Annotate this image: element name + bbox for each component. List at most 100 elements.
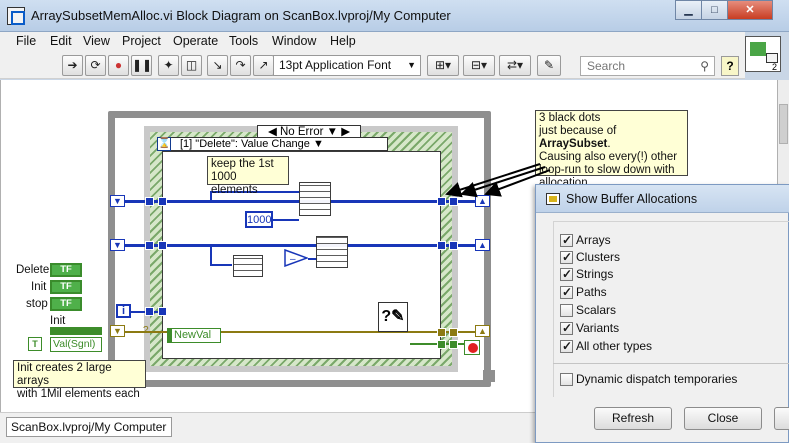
- iteration-terminal[interactable]: i: [116, 304, 131, 318]
- vi-connector-pane-icon[interactable]: 2: [745, 36, 781, 72]
- step-out-icon[interactable]: ↗: [253, 55, 274, 76]
- run-continuous-icon[interactable]: ⟳: [85, 55, 106, 76]
- constant-1000[interactable]: 1000: [245, 211, 273, 228]
- variant-header-bar: [50, 327, 102, 335]
- note-init-arrays[interactable]: Init creates 2 large arrays with 1Mil el…: [13, 360, 146, 400]
- step-over-icon[interactable]: ↷: [230, 55, 251, 76]
- tunnel-dot[interactable]: [158, 307, 167, 316]
- run-arrow-icon[interactable]: ➔: [62, 55, 83, 76]
- cleanup-diagram-icon[interactable]: ✎: [537, 55, 561, 76]
- distribute-objects-icon[interactable]: ⊟▾: [463, 55, 495, 76]
- checkbox[interactable]: [560, 373, 573, 386]
- tunnel-dot[interactable]: [437, 340, 446, 349]
- note-line: with 1Mil elements each: [17, 388, 140, 400]
- shift-register-left-1[interactable]: ▼: [110, 195, 125, 207]
- chevron-down-icon: ▼: [407, 60, 416, 70]
- checkbox[interactable]: [560, 304, 573, 317]
- tunnel-dot[interactable]: [145, 197, 154, 206]
- event-timeout-icon: ⌛: [157, 137, 171, 151]
- array-wire-2[interactable]: [125, 244, 475, 247]
- dialog-title-bar[interactable]: Show Buffer Allocations: [536, 185, 789, 213]
- shift-register-right-2[interactable]: ▲: [475, 239, 490, 251]
- shift-register-right-3[interactable]: ▲: [475, 325, 490, 337]
- checkbox-label: Arrays: [576, 233, 611, 247]
- tunnel-dot[interactable]: [449, 328, 458, 337]
- window-title-bar[interactable]: ArraySubsetMemAlloc.vi Block Diagram on …: [0, 0, 789, 32]
- menu-edit[interactable]: Edit: [50, 34, 72, 48]
- checkbox[interactable]: [560, 285, 573, 299]
- menu-window[interactable]: Window: [272, 34, 317, 48]
- stop-bool-terminal[interactable]: TF: [50, 297, 82, 311]
- abort-icon[interactable]: ●: [108, 55, 129, 76]
- menu-file[interactable]: File: [16, 34, 37, 48]
- dialog-extra-button[interactable]: [774, 407, 789, 430]
- tunnel-dot[interactable]: [158, 241, 167, 250]
- scrollbar-thumb[interactable]: [779, 104, 788, 144]
- delete-bool-terminal[interactable]: TF: [50, 263, 82, 277]
- init-label: Init: [31, 281, 47, 293]
- maximize-button[interactable]: □: [701, 0, 728, 20]
- context-help-button[interactable]: ?: [721, 56, 739, 76]
- menu-view[interactable]: View: [83, 34, 110, 48]
- refresh-button[interactable]: Refresh: [594, 407, 672, 430]
- buffer-allocation-dot[interactable]: [449, 197, 458, 206]
- replace-array-subset-node[interactable]: [316, 236, 348, 268]
- shift-register-left-3[interactable]: ▼: [110, 325, 125, 337]
- true-constant[interactable]: T: [28, 337, 42, 351]
- note-line: Causing also every(!) other: [539, 151, 678, 163]
- checkbox[interactable]: [560, 250, 573, 264]
- checkbox[interactable]: [560, 321, 573, 335]
- compare-wire: [308, 258, 318, 260]
- checkbox-label: Variants: [576, 321, 620, 335]
- font-dropdown[interactable]: 13pt Application Font ▼: [273, 55, 421, 76]
- delete-label: Delete: [16, 264, 50, 276]
- note-line: keep the 1st: [211, 158, 274, 170]
- options-group: [553, 221, 789, 397]
- pause-icon[interactable]: ❚❚: [131, 55, 152, 76]
- tunnel-dot[interactable]: [145, 307, 154, 316]
- tunnel-dot[interactable]: [145, 241, 154, 250]
- close-window-button[interactable]: ✕: [727, 0, 773, 20]
- note-buffer-dots[interactable]: 3 black dots just because of ArraySubset…: [535, 110, 688, 189]
- window-title: ArraySubsetMemAlloc.vi Block Diagram on …: [31, 8, 451, 23]
- event-case-selector[interactable]: [1] "Delete": Value Change ▼: [157, 137, 388, 151]
- highlight-execution-icon[interactable]: ✦: [158, 55, 179, 76]
- search-icon: ⚲: [700, 59, 709, 73]
- shift-register-left-2[interactable]: ▼: [110, 239, 125, 251]
- show-buffer-allocations-dialog[interactable]: Show Buffer Allocations ArraysClustersSt…: [535, 184, 789, 443]
- menu-tools[interactable]: Tools: [229, 34, 259, 48]
- close-button[interactable]: Close: [684, 407, 762, 430]
- dialog-separator: [553, 363, 789, 364]
- newval-terminal[interactable]: NewVal: [167, 328, 221, 343]
- reorder-icon[interactable]: ⇄▾: [499, 55, 531, 76]
- menu-help[interactable]: Help: [330, 34, 356, 48]
- val-sgnl-property-node[interactable]: Val(Sgnl): [50, 337, 102, 352]
- toolbar: ➔ ⟳ ● ❚❚ ✦ ◫ ↘ ↷ ↗ 13pt Application Font…: [0, 52, 745, 79]
- checkbox[interactable]: [560, 233, 573, 247]
- tunnel-dot[interactable]: [449, 241, 458, 250]
- checkbox[interactable]: [560, 339, 573, 353]
- array-subset-node[interactable]: [299, 182, 331, 216]
- align-objects-icon[interactable]: ⊞▾: [427, 55, 459, 76]
- buffer-allocation-dot[interactable]: [437, 197, 446, 206]
- minimize-button[interactable]: ▁: [675, 0, 702, 20]
- cleanup-subvi-icon[interactable]: ?✎: [378, 302, 408, 332]
- tunnel-dot[interactable]: [437, 328, 446, 337]
- step-into-icon[interactable]: ↘: [207, 55, 228, 76]
- checkbox[interactable]: [560, 267, 573, 281]
- init-bool-terminal[interactable]: TF: [50, 280, 82, 294]
- tunnel-dot[interactable]: [437, 241, 446, 250]
- build-array-node[interactable]: [233, 255, 263, 277]
- note-keep-elements[interactable]: keep the 1st 1000 elements: [207, 156, 289, 196]
- shift-register-right-1[interactable]: ▲: [475, 195, 490, 207]
- search-input[interactable]: Search ⚲: [580, 56, 715, 76]
- subset-input-wire[interactable]: [210, 191, 300, 193]
- tunnel-dot[interactable]: [449, 340, 458, 349]
- stop-terminal[interactable]: [464, 340, 480, 355]
- menu-operate[interactable]: Operate: [173, 34, 219, 48]
- menu-project[interactable]: Project: [122, 34, 161, 48]
- connector-pane-count: 2: [772, 62, 778, 72]
- compare-node[interactable]: –: [284, 249, 308, 267]
- retain-wire-values-icon[interactable]: ◫: [181, 55, 202, 76]
- tunnel-dot[interactable]: [158, 197, 167, 206]
